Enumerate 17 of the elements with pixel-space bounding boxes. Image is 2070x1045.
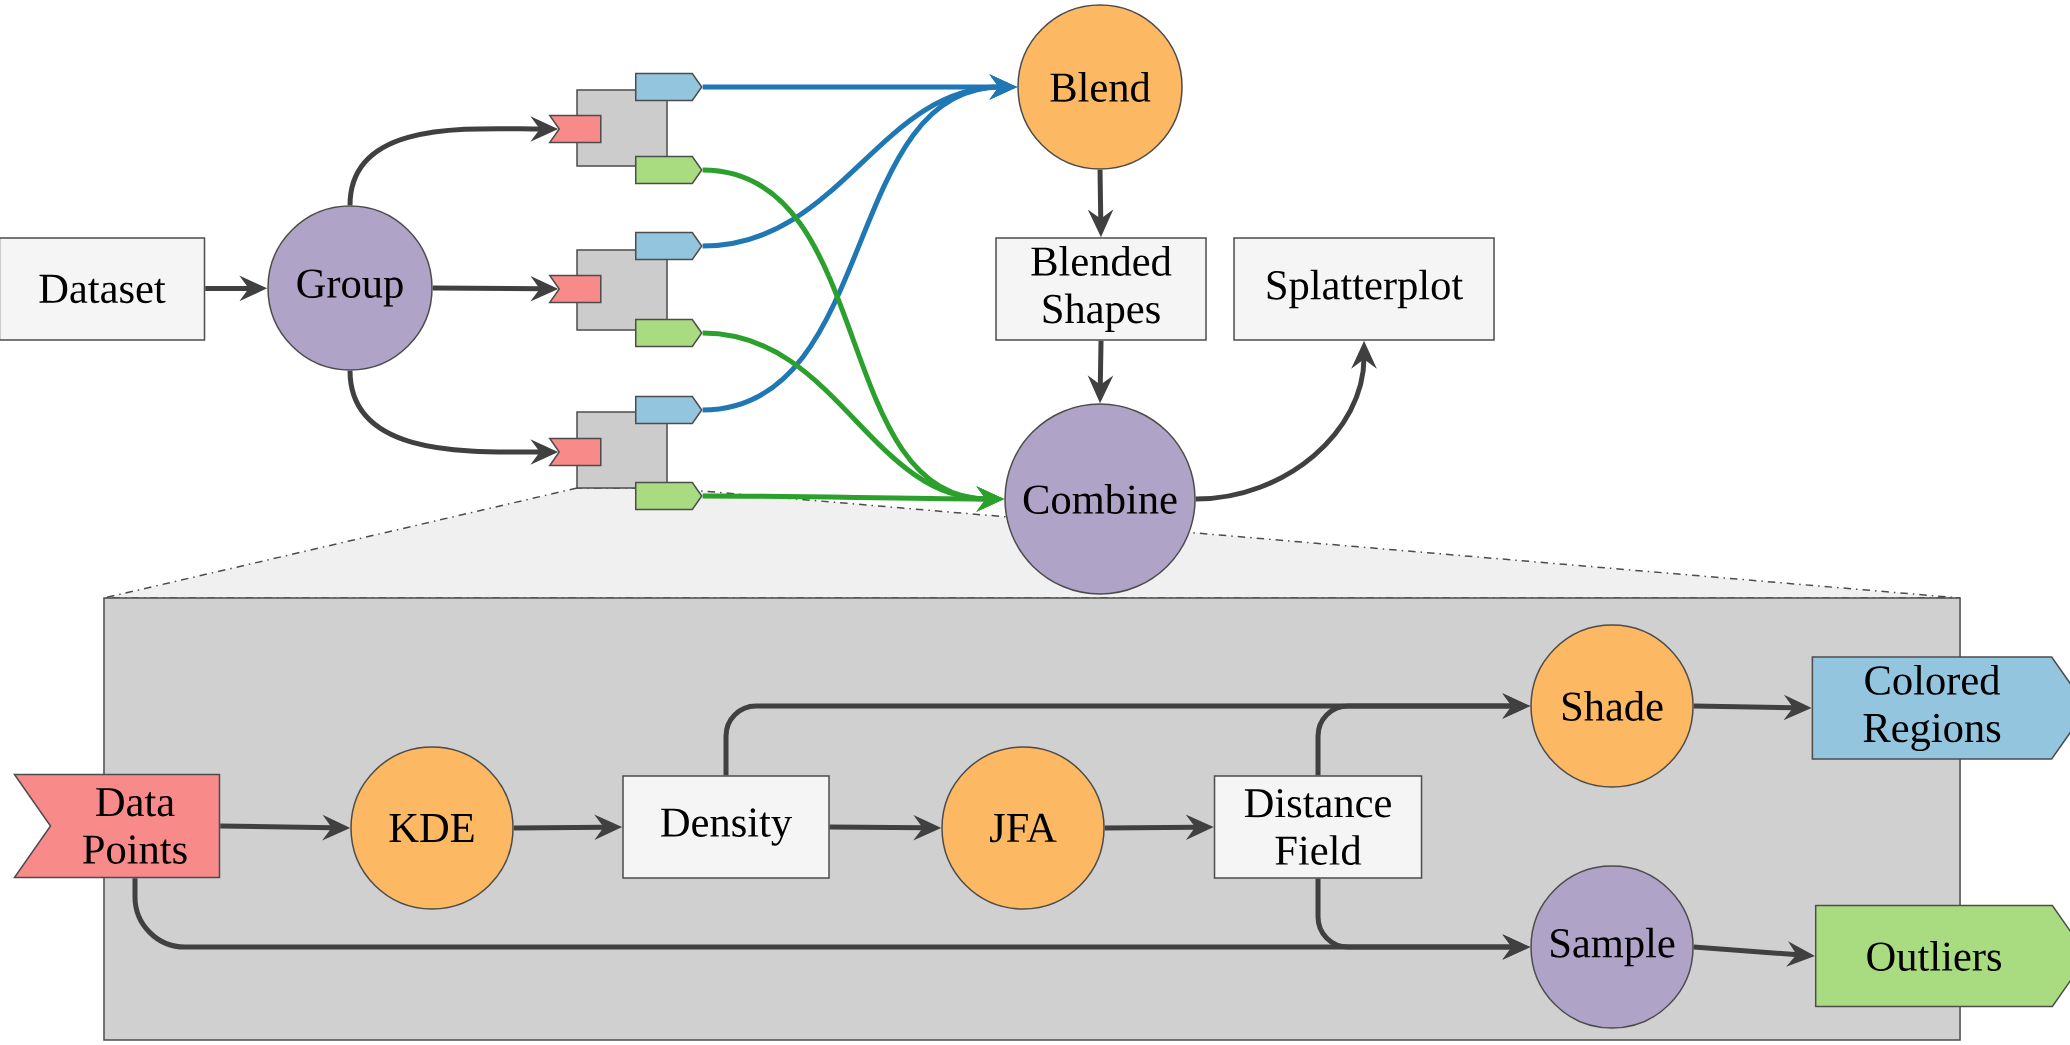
input-port <box>548 437 602 467</box>
output-port <box>635 155 703 185</box>
output-port <box>635 231 703 261</box>
input-port <box>548 114 602 144</box>
input-port <box>548 274 602 304</box>
output-flag: Colored Regions <box>1811 656 2070 760</box>
output-port <box>635 318 703 348</box>
data-box: Blended Shapes <box>995 237 1207 341</box>
output-port <box>635 395 703 425</box>
data-box: Distance Field <box>1213 775 1423 879</box>
data-box: Splatterplot <box>1233 237 1495 341</box>
output-flag: Outliers <box>1814 904 2070 1008</box>
output-port <box>635 72 703 102</box>
data-box: Density <box>622 775 830 879</box>
process-box: Dataset <box>0 237 206 341</box>
input-flag: Data Points <box>13 773 221 879</box>
output-port <box>635 481 703 511</box>
